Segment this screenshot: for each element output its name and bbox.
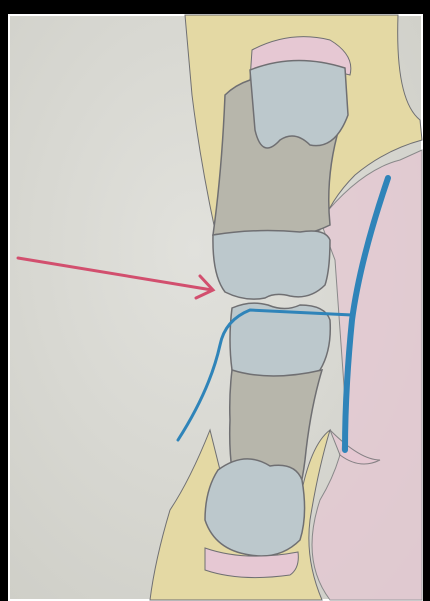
upper-molar-crown xyxy=(213,231,330,300)
upper-molar-top xyxy=(250,60,348,148)
lower-molar-bottom xyxy=(205,459,305,556)
